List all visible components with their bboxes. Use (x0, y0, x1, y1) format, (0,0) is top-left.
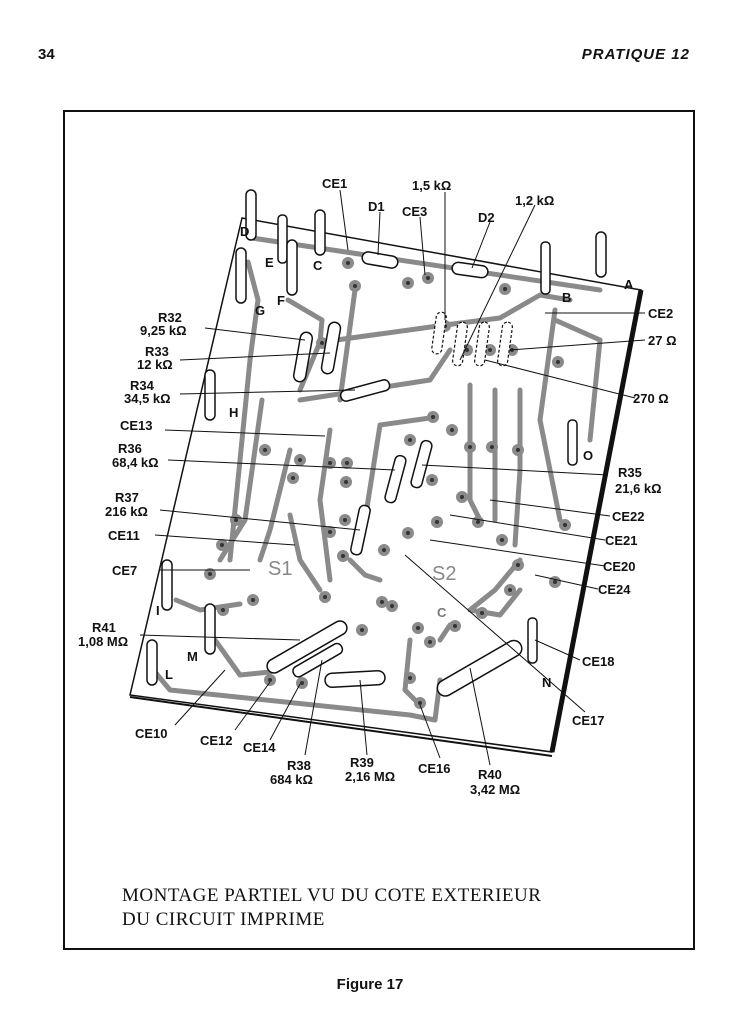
label-r34: R34 (130, 378, 155, 393)
label-1-5k: 1,5 kΩ (412, 178, 451, 193)
label-r35-value: 21,6 kΩ (615, 481, 662, 496)
label-b: B (562, 290, 571, 305)
label-r37-value: 216 kΩ (105, 504, 148, 519)
label-r32-value: 9,25 kΩ (140, 323, 187, 338)
label-r36-value: 68,4 kΩ (112, 455, 159, 470)
label-ce22: CE22 (612, 509, 645, 524)
label-r40: R40 (478, 767, 502, 782)
label-ce7: CE7 (112, 563, 137, 578)
label-ce10: CE10 (135, 726, 168, 741)
label-e: E (265, 255, 274, 270)
caption-line-2: DU CIRCUIT IMPRIME (122, 909, 325, 930)
label-ce2: CE2 (648, 306, 673, 321)
label-n: N (542, 675, 551, 690)
label-r41: R41 (92, 620, 116, 635)
label-ce18: CE18 (582, 654, 615, 669)
label-d2: D2 (478, 210, 495, 225)
label-ce1: CE1 (322, 176, 347, 191)
label-r39-value: 2,16 MΩ (345, 769, 395, 784)
leader-lines (139, 189, 646, 766)
label-r37: R37 (115, 490, 139, 505)
label-ce3: CE3 (402, 204, 427, 219)
label-c: C (313, 258, 323, 273)
label-ce14: CE14 (243, 740, 276, 755)
components (266, 251, 523, 697)
label-r34-value: 34,5 kΩ (124, 391, 171, 406)
page-number: 34 (38, 46, 55, 63)
label-o: O (583, 448, 593, 463)
label-ce13: CE13 (120, 418, 153, 433)
label-ce12: CE12 (200, 733, 233, 748)
label-s2: S2 (432, 563, 456, 585)
label-i: I (156, 603, 160, 618)
running-title: PRATIQUE 12 (581, 46, 690, 63)
label-r41-value: 1,08 MΩ (78, 634, 128, 649)
label-1-2k: 1,2 kΩ (515, 193, 554, 208)
label-g: G (255, 303, 265, 318)
label-r38: R38 (287, 758, 311, 773)
label-s1: S1 (268, 558, 292, 580)
label-f: F (277, 293, 285, 308)
label-r32: R32 (158, 310, 182, 325)
label-c-board: C (437, 605, 447, 620)
figure-frame (63, 110, 695, 950)
label-r39: R39 (350, 755, 374, 770)
label-m: M (187, 649, 198, 664)
label-h: H (229, 405, 238, 420)
terminal-pins (146, 189, 607, 686)
label-r36: R36 (118, 441, 142, 456)
label-d1: D1 (368, 199, 385, 214)
label-ce24: CE24 (598, 582, 631, 597)
label-r38-value: 684 kΩ (270, 772, 313, 787)
label-ce17: CE17 (572, 713, 605, 728)
figure-label: Figure 17 (336, 976, 404, 993)
label-r33-value: 12 kΩ (137, 357, 173, 372)
caption-line-1: MONTAGE PARTIEL VU DU COTE EXTERIEUR (122, 885, 542, 906)
label-270ohm: 270 Ω (633, 391, 669, 406)
label-ce16: CE16 (418, 761, 451, 776)
figure-caption: MONTAGE PARTIEL VU DU COTE EXTERIEUR DU … (122, 884, 541, 932)
label-d: D (240, 224, 249, 239)
label-r35: R35 (618, 465, 642, 480)
label-a: A (624, 277, 634, 292)
label-r40-value: 3,42 MΩ (470, 782, 520, 797)
label-l: L (165, 667, 173, 682)
label-ce21: CE21 (605, 533, 638, 548)
label-r33: R33 (145, 344, 169, 359)
label-ce11: CE11 (108, 528, 140, 543)
component-labels: CE1 1,5 kΩ D1 CE3 D2 1,2 kΩ A B CE2 27 Ω… (78, 176, 677, 797)
solder-pads (204, 257, 571, 709)
label-27ohm: 27 Ω (648, 333, 677, 348)
label-ce20: CE20 (603, 559, 636, 574)
